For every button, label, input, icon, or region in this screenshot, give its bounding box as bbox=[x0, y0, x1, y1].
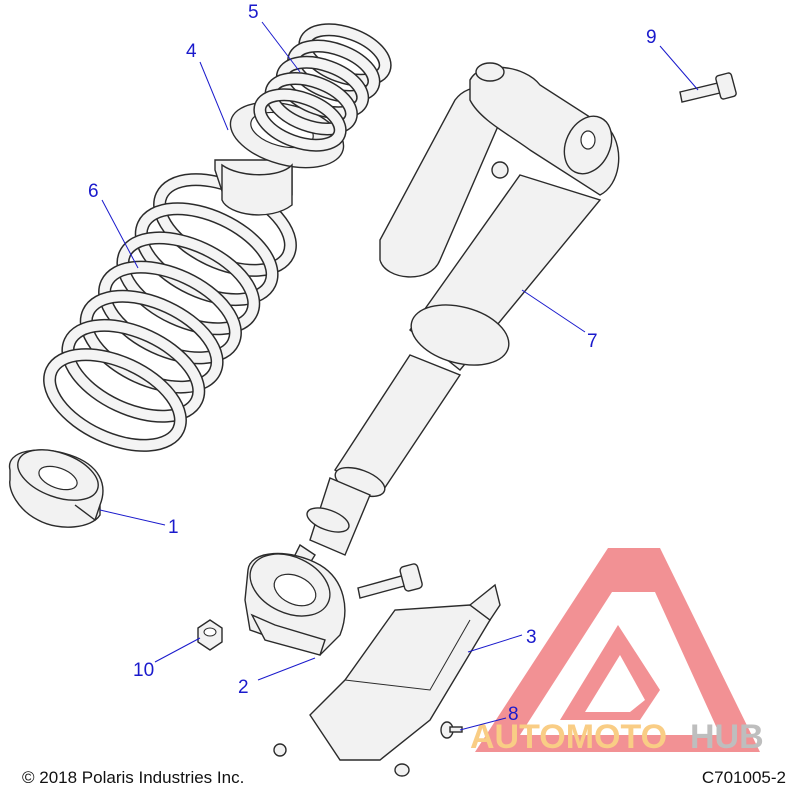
screws-8 bbox=[273, 721, 463, 777]
shock-absorber-body bbox=[279, 62, 620, 597]
copyright-text: © 2018 Polaris Industries Inc. bbox=[22, 768, 245, 787]
callout-7: 7 bbox=[587, 331, 598, 352]
main-coil-spring bbox=[43, 173, 297, 452]
callout-4: 4 bbox=[186, 41, 197, 62]
spring-coil bbox=[44, 349, 186, 451]
callout-6: 6 bbox=[88, 181, 99, 202]
leader-lines bbox=[99, 21, 699, 731]
lower-mount-cup bbox=[244, 552, 346, 656]
callout-10: 10 bbox=[133, 660, 154, 681]
watermark-text-orange: AUTOMOTO bbox=[470, 718, 667, 756]
spring-coil bbox=[62, 320, 204, 422]
callout-9: 9 bbox=[646, 27, 657, 48]
secondary-coil-spring bbox=[253, 23, 392, 152]
automotohub-watermark: AUTOMOTO HUB bbox=[470, 548, 764, 756]
callout-5: 5 bbox=[248, 2, 259, 23]
callout-3: 3 bbox=[526, 627, 537, 648]
diagram-code: C701005-2 bbox=[701, 768, 786, 787]
mounting-bolt bbox=[357, 563, 423, 599]
spring-retainer-lower bbox=[8, 449, 104, 528]
callout-1: 1 bbox=[168, 517, 179, 538]
spring-coil bbox=[81, 291, 223, 393]
spring-coil bbox=[117, 232, 259, 334]
callout-8: 8 bbox=[508, 704, 519, 725]
bolt-9 bbox=[679, 72, 737, 103]
spring-coil bbox=[266, 73, 357, 134]
callout-2: 2 bbox=[238, 677, 249, 698]
nut-10 bbox=[197, 619, 223, 651]
spring-coil bbox=[136, 203, 278, 305]
spring-coil bbox=[254, 89, 346, 151]
spring-coil bbox=[99, 262, 241, 363]
shock-guard bbox=[309, 583, 501, 761]
watermark-text-gray: HUB bbox=[690, 718, 764, 756]
